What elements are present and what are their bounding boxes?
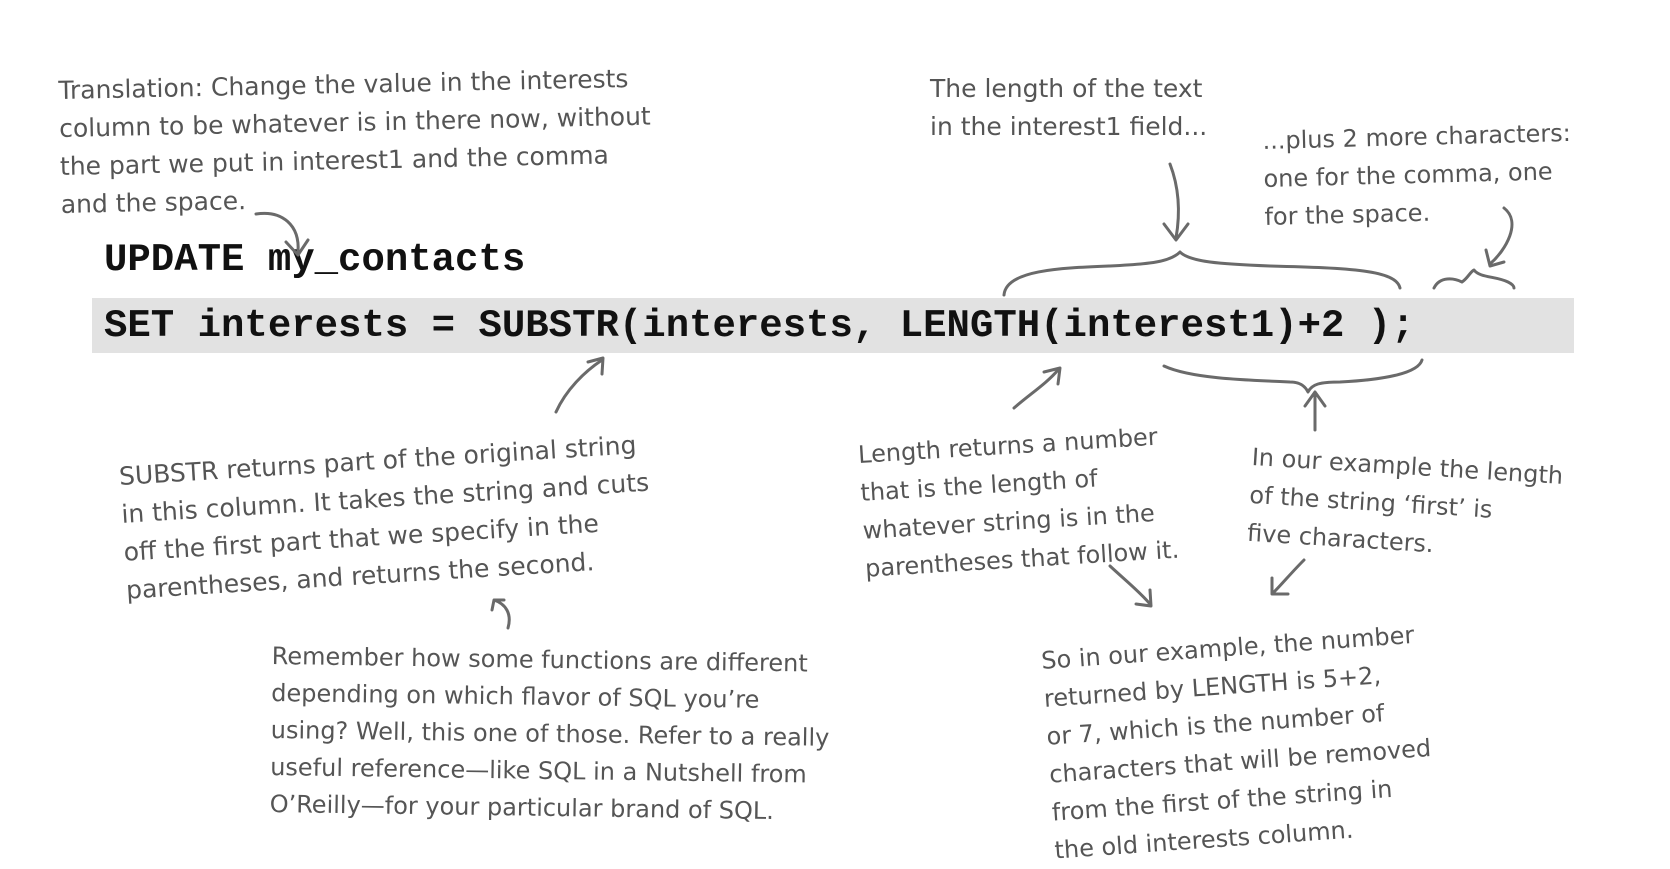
note-length-of-text: The length of the text in the interest1 … <box>930 70 1207 146</box>
arrow-first-to-example <box>1270 558 1306 596</box>
arrow-substr <box>554 356 605 414</box>
brace-bottom <box>1162 358 1424 394</box>
arrow-plus-two <box>1484 206 1514 268</box>
arrow-translation <box>254 211 310 257</box>
sql-update-line: UPDATE my_contacts <box>104 238 526 282</box>
arrow-length-of-text <box>1162 162 1190 242</box>
arrow-to-brace <box>1303 390 1327 432</box>
brace-plus-two <box>1432 268 1516 290</box>
brace-top <box>1002 250 1402 297</box>
annotation-arrows <box>254 162 1516 630</box>
code-highlight-bar <box>92 298 1574 353</box>
arrow-length-to-example <box>1108 564 1153 608</box>
sql-set-line: SET interests = SUBSTR(interests, LENGTH… <box>104 304 1415 348</box>
arrow-remember <box>490 598 511 630</box>
note-line: in the interest1 field... <box>930 112 1208 141</box>
note-line: The length of the text <box>930 74 1203 103</box>
arrow-length <box>1012 366 1062 410</box>
